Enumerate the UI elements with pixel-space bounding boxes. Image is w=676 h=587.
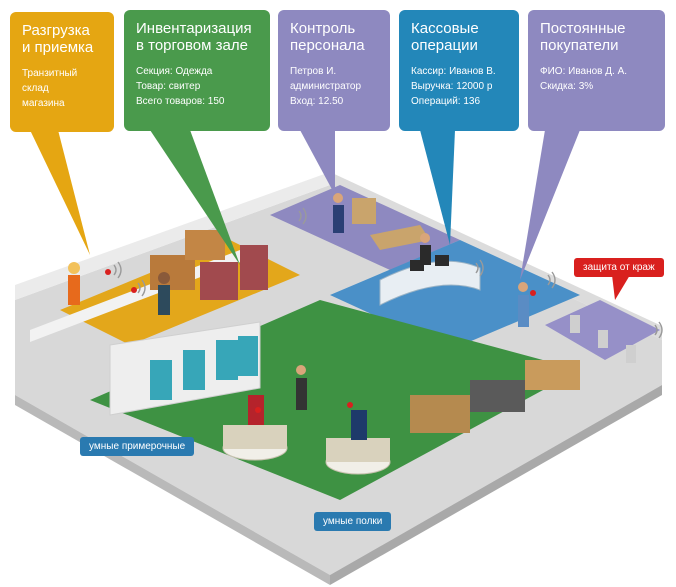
rfid-marker [255, 407, 261, 413]
worker-figure [158, 272, 170, 315]
fitting-room-door [216, 340, 238, 380]
callout-cash: Кассовые операции Кассир: Иванов В. Выру… [399, 10, 519, 131]
callout-title: Кассовые операции [411, 20, 479, 54]
staff-callout-pointer [300, 130, 335, 195]
fitting-room-door [183, 350, 205, 390]
staff-figure [333, 193, 344, 233]
callout-title: Инвентаризация в торговом зале [136, 20, 252, 54]
cash-callout-pointer [420, 130, 455, 245]
fitting-room-door [238, 336, 258, 376]
worker-figure [68, 262, 80, 305]
office-desk [370, 225, 430, 250]
rfid-marker [530, 290, 536, 296]
callout-title: Разгрузка и приемка [22, 22, 94, 56]
staff-zone-floor [270, 185, 460, 270]
smart-shelves-tag: умные полки [314, 512, 392, 531]
warehouse-callout-pointer [30, 130, 90, 255]
theft-protection-tag: защита от краж [574, 258, 664, 277]
callout-inventory: Инвентаризация в торговом зале Секция: О… [124, 10, 270, 131]
cashier-figure [420, 233, 431, 265]
floor-right-edge [330, 385, 662, 585]
customer-figure [518, 282, 529, 327]
display-shelf [223, 425, 287, 449]
monitor [435, 255, 449, 266]
callout-customers: Постоянные покупатели ФИО: Иванов Д. А. … [528, 10, 665, 131]
inventory-callout-pointer [150, 130, 240, 265]
back-wall-left [15, 172, 330, 300]
security-gate [570, 315, 636, 363]
cargo-boxes [150, 230, 268, 300]
callout-title: Постоянные покупатели [540, 20, 626, 54]
display-shelf [326, 438, 390, 462]
callout-staff: Контроль персонала Петров И. администрат… [278, 10, 390, 131]
shopper-figure [296, 365, 307, 410]
office-cabinet [352, 198, 376, 224]
rfid-marker [347, 402, 353, 408]
callout-title: Контроль персонала [290, 20, 365, 54]
smart-fitting-rooms-tag: умные примерочные [80, 437, 195, 456]
customers-callout-pointer [520, 130, 580, 280]
theft-tag-pointer [612, 275, 630, 300]
rfid-marker [131, 287, 137, 293]
callout-warehouse: Разгрузка и приемка Транзитный склад маг… [10, 12, 114, 132]
monitor [410, 260, 424, 271]
back-wall-right [330, 172, 662, 340]
rfid-marker [105, 269, 111, 275]
clothing-rack [410, 360, 580, 433]
fitting-room-door [150, 360, 172, 400]
mannequin-figure [351, 410, 367, 440]
rfid-signal-icon [113, 207, 663, 339]
